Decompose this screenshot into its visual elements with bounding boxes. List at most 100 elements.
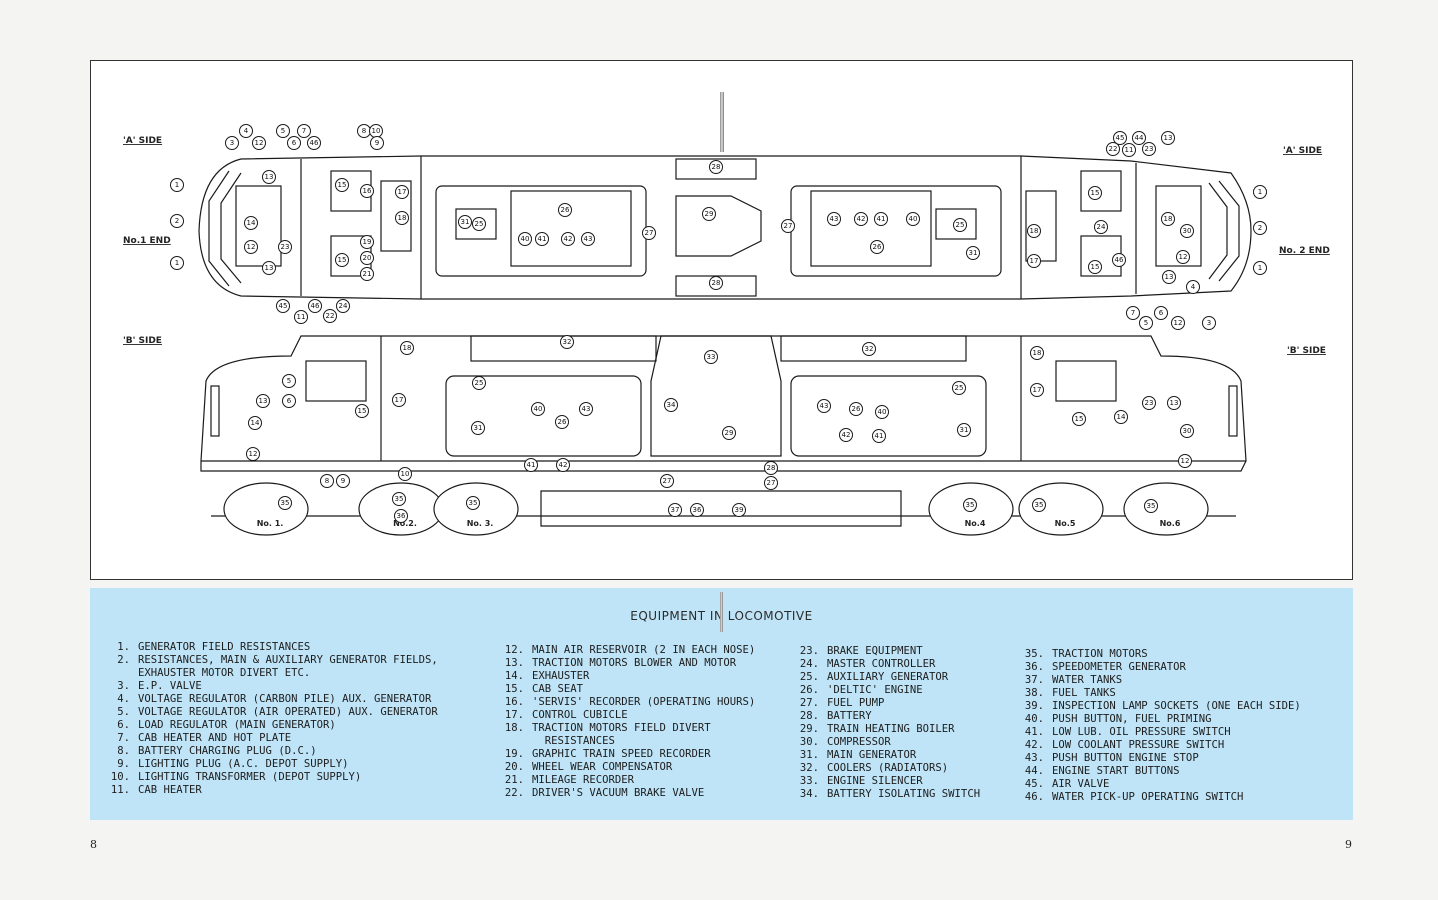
legend-item-number: 28.: [799, 710, 819, 722]
legend-item-text: 'SERVIS' RECORDER (OPERATING HOURS): [532, 696, 756, 708]
top-a-side-label-right: 'A' SIDE: [1283, 146, 1322, 156]
legend-item-text: AIR VALVE: [1052, 778, 1110, 790]
legend-item-text: LIGHTING TRANSFORMER (DEPOT SUPPLY): [138, 771, 362, 783]
callout-circle: [1253, 185, 1267, 199]
legend-item: 39.INSPECTION LAMP SOCKETS (ONE EACH SID…: [1020, 700, 1350, 713]
callout-circle: [1027, 224, 1041, 238]
callout-circle: [854, 212, 868, 226]
callout-marker: 26: [849, 402, 863, 416]
callout-number: 25: [955, 384, 964, 392]
callout-number: 24: [1097, 223, 1106, 231]
side-nose1-door: [210, 385, 220, 437]
callout-number: 25: [956, 221, 965, 229]
callout-number: 18: [1030, 227, 1039, 235]
callout-circle: [458, 215, 472, 229]
callout-marker: 42: [854, 212, 868, 226]
callout-number: 17: [398, 188, 407, 196]
legend-item-text: MAIN AIR RESERVOIR (2 IN EACH NOSE): [532, 644, 756, 656]
callout-marker: 14: [244, 216, 258, 230]
legend-item-number: 4.: [117, 693, 130, 705]
legend-item-text: E.P. VALVE: [138, 680, 202, 692]
callout-circle: [1027, 254, 1041, 268]
callout-number: 46: [310, 139, 319, 147]
callout-number: 13: [1165, 273, 1174, 281]
callout-circle: [355, 404, 369, 418]
callout-circle: [1094, 220, 1108, 234]
legend-item: 37.WATER TANKS: [1020, 674, 1350, 687]
callout-number: 41: [527, 461, 536, 469]
side-b-side-label-left: 'B' SIDE: [123, 336, 162, 346]
callout-number: 26: [873, 243, 882, 251]
legend-item: 1.GENERATOR FIELD RESISTANCES: [106, 641, 496, 654]
callout-circle: [1253, 261, 1267, 275]
legend-item: 38.FUEL TANKS: [1020, 687, 1350, 700]
callout-number: 8: [325, 477, 329, 485]
callout-circle: [170, 256, 184, 270]
callout-marker: 35: [278, 496, 292, 510]
callout-marker: 36: [690, 503, 704, 517]
callout-circle: [400, 341, 414, 355]
legend-item-text: LOW COOLANT PRESSURE SWITCH: [1052, 739, 1225, 751]
callout-marker: 8: [357, 124, 371, 138]
legend-item: 15.CAB SEAT: [500, 683, 800, 696]
callout-circle: [518, 232, 532, 246]
top-nose1-windscreen: [208, 170, 230, 287]
legend-item: 20.WHEEL WEAR COMPENSATOR: [500, 761, 800, 774]
legend-item-text: MAIN GENERATOR: [827, 749, 917, 761]
legend-item: 12.MAIN AIR RESERVOIR (2 IN EACH NOSE): [500, 644, 800, 657]
callout-circle: [225, 136, 239, 150]
legend-item: 46.WATER PICK-UP OPERATING SWITCH: [1020, 791, 1350, 804]
legend-item: 9.LIGHTING PLUG (A.C. DEPOT SUPPLY): [106, 758, 496, 771]
legend-item: 26.'DELTIC' ENGINE: [795, 684, 1025, 697]
legend-item: 22.DRIVER'S VACUUM BRAKE VALVE: [500, 787, 800, 800]
callout-number: 12: [247, 243, 256, 251]
callout-number: 2: [1258, 224, 1262, 232]
callout-number: 5: [281, 127, 285, 135]
callout-marker: 6: [1154, 306, 1168, 320]
callout-number: 30: [1183, 227, 1192, 235]
legend-item-number: 23.: [799, 645, 819, 657]
callout-marker: 18: [1161, 212, 1175, 226]
callout-number: 35: [395, 495, 404, 503]
callout-number: 18: [1164, 215, 1173, 223]
callout-circle: [1032, 498, 1046, 512]
legend-item: 7.CAB HEATER AND HOT PLATE: [106, 732, 496, 745]
callout-circle: [1171, 316, 1185, 330]
legend-item-text: MILEAGE RECORDER: [532, 774, 635, 786]
callout-circle: [1161, 212, 1175, 226]
callout-marker: 4: [239, 124, 253, 138]
callout-marker: 11: [294, 310, 308, 324]
callout-circle: [239, 124, 253, 138]
top-cab2-seat-upper: [1080, 170, 1122, 212]
legend-item: 24.MASTER CONTROLLER: [795, 658, 1025, 671]
callout-number: 11: [297, 313, 306, 321]
callout-circle: [1139, 316, 1153, 330]
callout-number: 35: [966, 501, 975, 509]
callout-marker: 27: [642, 226, 656, 240]
callout-number: 27: [767, 479, 776, 487]
callout-number: 32: [865, 345, 874, 353]
callout-circle: [862, 342, 876, 356]
callout-marker: 35: [466, 496, 480, 510]
callout-circle: [1142, 396, 1156, 410]
legend-item: 36.SPEEDOMETER GENERATOR: [1020, 661, 1350, 674]
callout-circle: [244, 240, 258, 254]
callout-number: 10: [372, 127, 381, 135]
callout-number: 14: [1117, 413, 1126, 421]
callout-number: 42: [564, 235, 573, 243]
callout-marker: 1: [170, 256, 184, 270]
callout-number: 13: [265, 264, 274, 272]
callout-marker: 26: [555, 415, 569, 429]
top-nose1-windscreen-inner: [220, 172, 242, 284]
callout-marker: 46: [308, 299, 322, 313]
callout-circle: [1180, 424, 1194, 438]
callout-marker: 25: [953, 218, 967, 232]
bogie-wheelset: [1018, 482, 1104, 536]
callout-marker: 25: [472, 376, 486, 390]
callout-number: 27: [645, 229, 654, 237]
callout-number: 26: [561, 206, 570, 214]
callout-circle: [370, 136, 384, 150]
callout-number: 40: [534, 405, 543, 413]
callout-number: 11: [1125, 146, 1134, 154]
